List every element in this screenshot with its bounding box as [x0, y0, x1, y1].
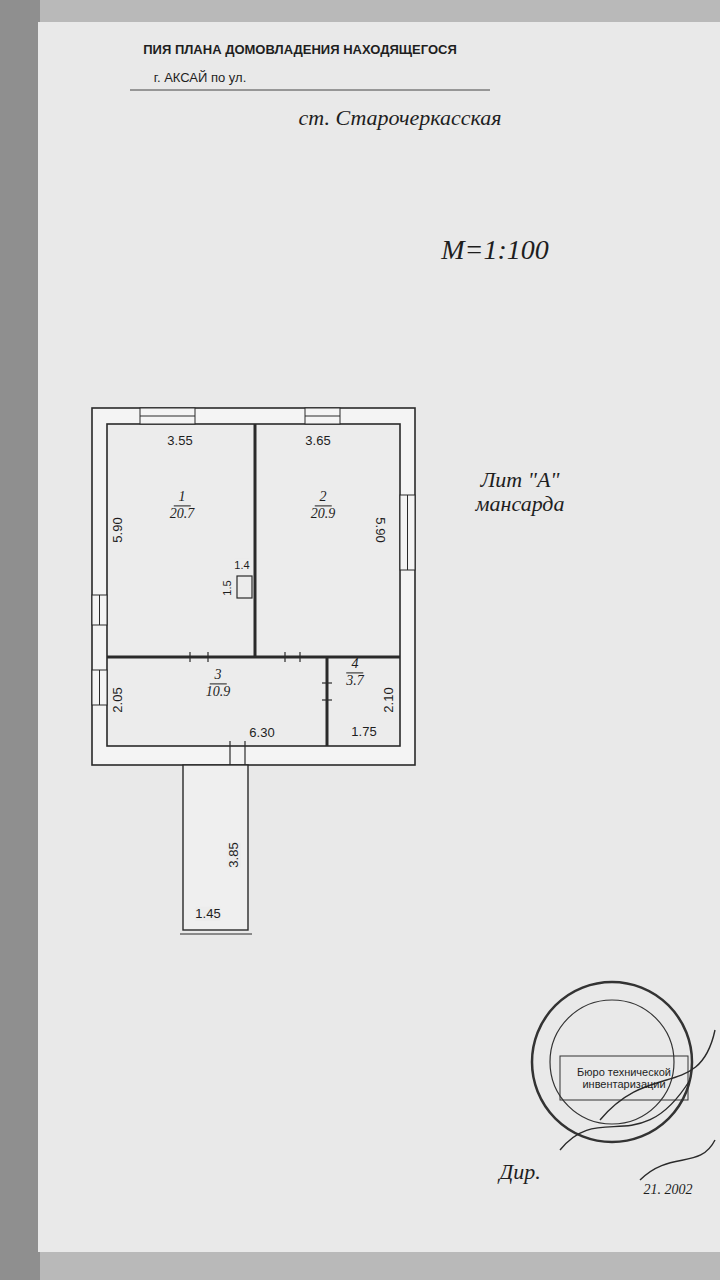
paper-sheet: [38, 22, 720, 1252]
door-marks: [190, 652, 332, 770]
page-edge: [0, 0, 40, 1280]
outer-wall: [92, 408, 415, 765]
note: Дир.: [499, 1160, 541, 1184]
stamp: [532, 982, 692, 1142]
porch: [183, 765, 248, 930]
partition: [326, 657, 329, 746]
document-title: ПИЯ ПЛАНА ДОМОВЛАДЕНИЯ НАХОДЯЩЕГОСЯ: [143, 43, 457, 57]
room-label: 220.9: [311, 489, 336, 522]
room: 310.9: [107, 657, 327, 746]
room-area: 10.9: [206, 685, 231, 701]
room-area: 3.7: [346, 674, 364, 690]
note: Лит "А" мансарда: [450, 468, 590, 516]
street-underline: [130, 90, 490, 91]
dimension: 1.45: [195, 907, 220, 921]
room-number: 3: [210, 667, 227, 684]
note: 21. 2002: [644, 1182, 693, 1197]
room-label: 310.9: [206, 667, 231, 700]
room-area: 20.9: [311, 507, 336, 523]
dimension: 6.30: [249, 726, 274, 740]
room-number: 4: [347, 656, 364, 673]
room-number: 1: [174, 489, 191, 506]
room-label: 120.7: [170, 489, 195, 522]
room-number: 2: [315, 489, 332, 506]
dimension: 3.65: [305, 434, 330, 448]
note: Бюро технической инвентаризации: [563, 1066, 685, 1090]
room-label: 43.7: [346, 656, 364, 689]
note: М=1:100: [441, 235, 549, 266]
inner-wall: [107, 424, 400, 746]
dimension: 3.85: [227, 842, 241, 867]
chimney: [237, 576, 252, 598]
dimension-line: [180, 934, 252, 935]
dimension: 5.90: [373, 517, 387, 542]
room-area: 20.7: [170, 507, 195, 523]
dimension: 5.90: [111, 517, 125, 542]
windows: [92, 408, 415, 705]
dimension: 2.10: [382, 687, 396, 712]
note: г. АКСАЙ по ул.: [154, 71, 247, 85]
signature: [560, 1030, 715, 1180]
dimension: 1.4: [234, 559, 249, 571]
dimension: 3.55: [167, 434, 192, 448]
note: ст. Старочеркасская: [299, 106, 502, 130]
dimension: 1.5: [221, 580, 233, 595]
dimension: 2.05: [111, 687, 125, 712]
room: 120.7: [107, 424, 255, 657]
partition: [254, 424, 257, 657]
dimension: 1.75: [351, 725, 376, 739]
